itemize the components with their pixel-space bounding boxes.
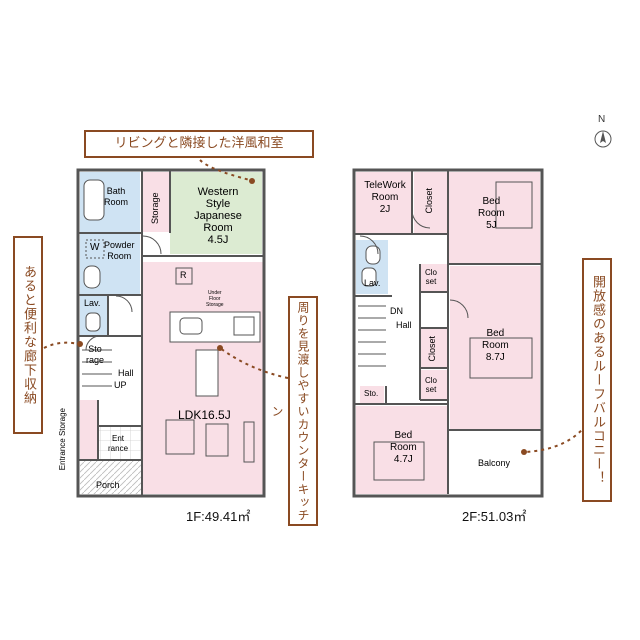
- powder-room-label: Powder Room: [104, 240, 135, 261]
- sto2-area: [360, 386, 384, 404]
- bathtub: [83, 179, 105, 221]
- bed-in-47j: [373, 441, 425, 481]
- sink1: [85, 312, 101, 332]
- closet1-area: [414, 172, 448, 234]
- ldk-label: LDK16.5J: [178, 408, 231, 422]
- closet-b-label: Clo set: [425, 376, 438, 394]
- counter-callout: 周りを見渡しやすいカウンターキッチン: [270, 296, 318, 526]
- telework-label: TeleWork Room 2J: [364, 180, 406, 215]
- storage1-label: Sto rage: [86, 344, 105, 365]
- washer: [85, 239, 105, 259]
- leader-dot-counter: [217, 345, 223, 351]
- hallway-callout: あると便利な廊下収納: [13, 236, 43, 434]
- hall2-label: Hall: [396, 320, 412, 330]
- kitchen-sink: [179, 317, 203, 335]
- bed-in-87j: [469, 337, 533, 379]
- storage-area: [143, 172, 170, 232]
- leader-dot-washitsu: [249, 178, 255, 184]
- sofa: [165, 419, 195, 455]
- closet1-label: Closet: [424, 188, 434, 214]
- bed5-area: [448, 172, 540, 264]
- porch-area: [80, 460, 142, 494]
- floor1-plan: [76, 168, 266, 498]
- entrance-storage-area: [80, 400, 98, 460]
- washer-label: W: [90, 242, 100, 253]
- low-table: [205, 423, 229, 457]
- entrance-area: [98, 426, 142, 460]
- western-room-label: Western Style Japanese Room 4.5J: [194, 186, 242, 246]
- up-label: UP: [114, 380, 127, 390]
- sto2-label: Sto.: [364, 389, 379, 398]
- refrigerator: [175, 267, 193, 285]
- washitsu-callout: リビングと隣接した洋風和室: [84, 130, 314, 158]
- lav1-label: Lav.: [84, 298, 101, 308]
- entrance-label: Ent rance: [108, 434, 129, 453]
- storage-label: Storage: [150, 192, 160, 224]
- toilet2: [365, 245, 381, 265]
- fridge-label: R: [180, 270, 187, 280]
- stove: [233, 316, 255, 336]
- floor1-area-label: 1F:49.41㎡: [186, 509, 251, 524]
- leader-dot-hallway: [77, 341, 83, 347]
- closet-b-area: [420, 370, 448, 400]
- closet2-label: Closet: [427, 336, 437, 362]
- bed47-area: [356, 406, 448, 494]
- dn-label: DN: [390, 306, 403, 316]
- bed87-label: Bed Room 8.7J: [482, 328, 509, 363]
- closet-a-area: [420, 264, 448, 292]
- hall1-label: Hall: [118, 368, 134, 378]
- stairs2: [358, 305, 386, 367]
- dining-table: [195, 349, 219, 397]
- telework-area: [356, 172, 412, 234]
- bed87-area: [450, 266, 540, 430]
- western-room-area: [170, 172, 262, 254]
- balcony-label: Balcony: [478, 458, 511, 468]
- bed47-label: Bed Room 4.7J: [390, 430, 417, 465]
- balcony-callout: 開放感のあるルーフバルコニー！: [582, 258, 612, 502]
- bed5-label: Bed Room 5J: [478, 196, 505, 231]
- callout-leaders: [43, 159, 591, 453]
- porch-label: Porch: [96, 480, 120, 490]
- bed-in-5j: [495, 181, 533, 229]
- sink2: [361, 267, 377, 287]
- tv-board: [243, 421, 255, 463]
- closet2-area: [420, 328, 448, 368]
- closet-a-label: Clo set: [425, 268, 438, 286]
- north-compass-icon: [594, 130, 612, 148]
- balcony-area: [450, 432, 540, 494]
- lav2-label: Lav.: [364, 278, 381, 288]
- underfloor-label: Under Floor Storage: [206, 290, 224, 308]
- toilet1: [83, 265, 101, 289]
- entrance-storage-label: Entrance Storage: [58, 408, 67, 471]
- floor2-plan: [352, 168, 544, 498]
- bath-room-label: Bath Room: [104, 186, 129, 207]
- floor2-area-label: 2F:51.03㎡: [462, 509, 527, 524]
- north-label: N: [598, 114, 606, 125]
- stairs1: [82, 349, 112, 387]
- leader-dot-balcony: [521, 449, 527, 455]
